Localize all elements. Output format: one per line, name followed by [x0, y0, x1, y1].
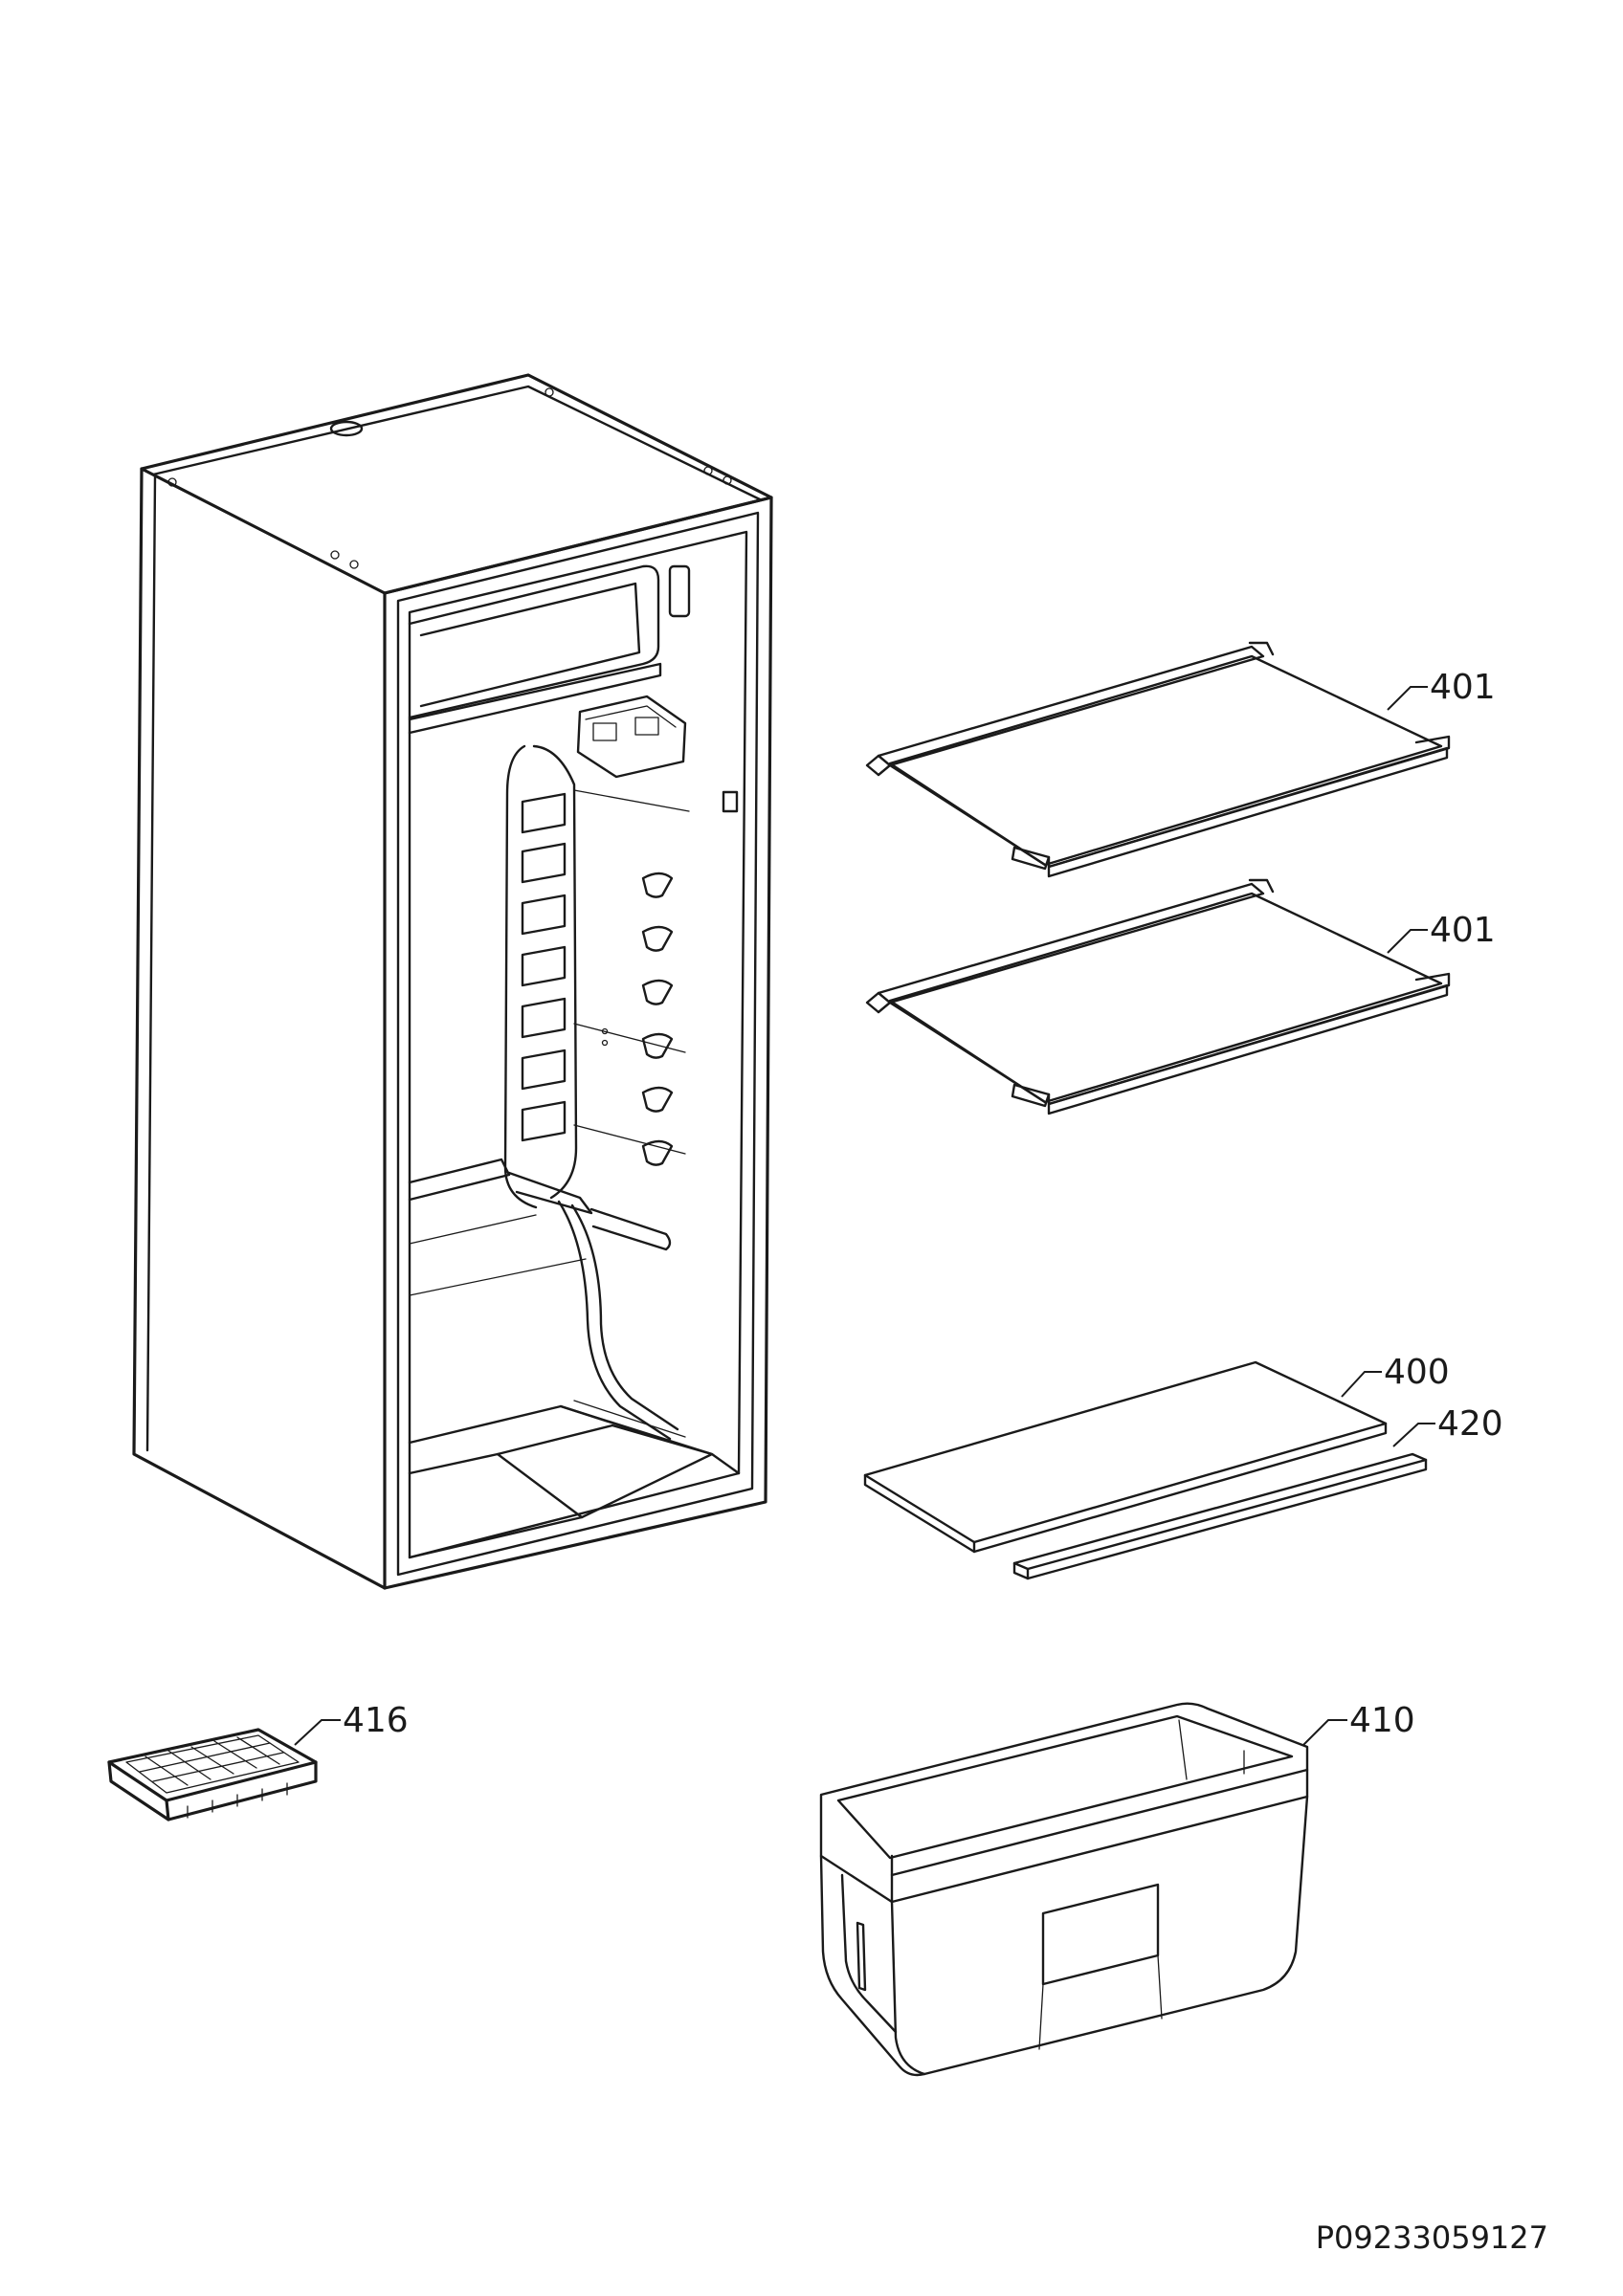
callout-label: 401 — [1430, 668, 1496, 707]
ice-tray — [107, 1728, 318, 1821]
callout-401-lower: 401 — [1387, 911, 1496, 954]
callout-label: 400 — [1384, 1353, 1450, 1392]
glass-shelf-lower — [865, 878, 1451, 1115]
callout-410: 410 — [1302, 1701, 1415, 1746]
shelf-support-ribs — [521, 792, 567, 1142]
document-code: P09233059127 — [1316, 2219, 1548, 2256]
glass-shelf-upper — [865, 641, 1451, 878]
callout-label: 410 — [1349, 1701, 1415, 1740]
callout-400: 400 — [1341, 1353, 1450, 1398]
shelf-pegs — [641, 872, 674, 1166]
callout-416: 416 — [294, 1701, 409, 1746]
glass-plate — [863, 1360, 1388, 1554]
trim-strip — [1012, 1452, 1428, 1580]
callout-401-upper: 401 — [1387, 668, 1496, 711]
refrigerator-cabinet — [132, 373, 773, 1590]
callout-420: 420 — [1392, 1404, 1503, 1447]
callout-label: 420 — [1437, 1404, 1503, 1444]
callout-label: 416 — [343, 1701, 409, 1740]
callout-label: 401 — [1430, 911, 1496, 950]
door-bin — [819, 1702, 1309, 2077]
